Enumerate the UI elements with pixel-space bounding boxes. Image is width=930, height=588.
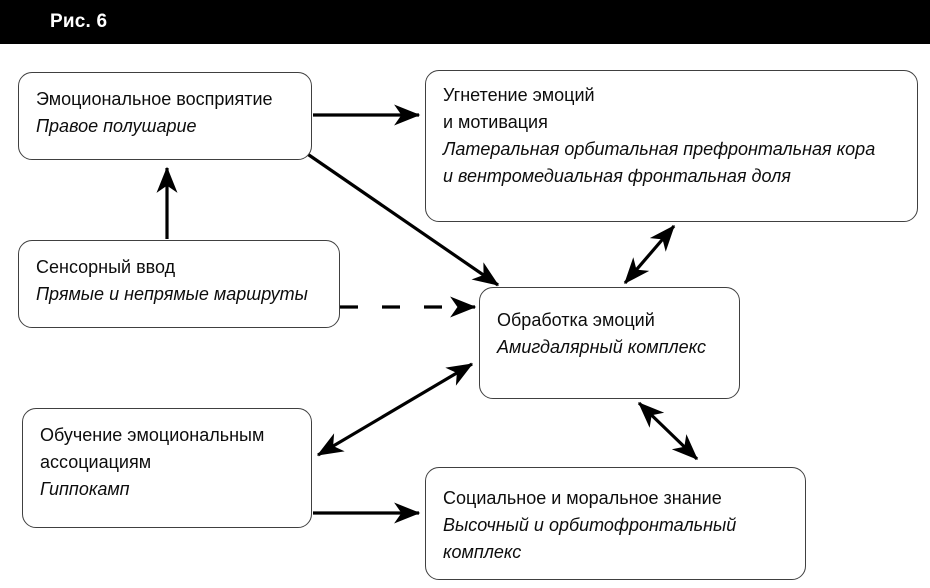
node-social-moral-knowledge: Социальное и моральное знание Высочный и… (425, 467, 806, 580)
node-emotional-learning: Обучение эмоциональным ассоциациям Гиппо… (22, 408, 312, 528)
node-emotion-suppression: Угнетение эмоций и мотивация Латеральная… (425, 70, 918, 222)
node-title: Обработка эмоций (497, 310, 655, 330)
figure-title: Рис. 6 (50, 11, 108, 32)
arrow-emotion-suppression-emotion-processing-bidirectional (623, 224, 676, 285)
node-sensory-input: Сенсорный ввод Прямые и непрямые маршрут… (18, 240, 340, 328)
node-subtitle: Амигдалярный комплекс (497, 337, 706, 357)
node-subtitle: Гиппокамп (40, 479, 130, 499)
node-emotional-perception: Эмоциональное восприятие Правое полушари… (18, 72, 312, 160)
node-subtitle: Прямые и непрямые маршруты (36, 284, 308, 304)
node-title: Угнетение эмоций и мотивация (443, 85, 595, 132)
node-subtitle: Латеральная орбитальная префронтальная к… (443, 139, 876, 186)
figure-header: Рис. 6 (0, 0, 930, 44)
arrow-emotion-processing-emotional-learning-bidirectional (316, 362, 474, 457)
node-subtitle: Высочный и орбитофронтальный комплекс (443, 515, 737, 562)
arrow-emotional-perception-to-emotion-processing (305, 151, 500, 287)
node-title: Обучение эмоциональным ассоциациям (40, 425, 265, 472)
arrow-emotion-processing-social-moral-bidirectional (637, 401, 699, 461)
node-emotion-processing: Обработка эмоций Амигдалярный комплекс (479, 287, 740, 399)
node-title: Сенсорный ввод (36, 257, 176, 277)
node-title: Социальное и моральное знание (443, 488, 722, 508)
node-title: Эмоциональное восприятие (36, 89, 273, 109)
node-subtitle: Правое полушарие (36, 116, 197, 136)
